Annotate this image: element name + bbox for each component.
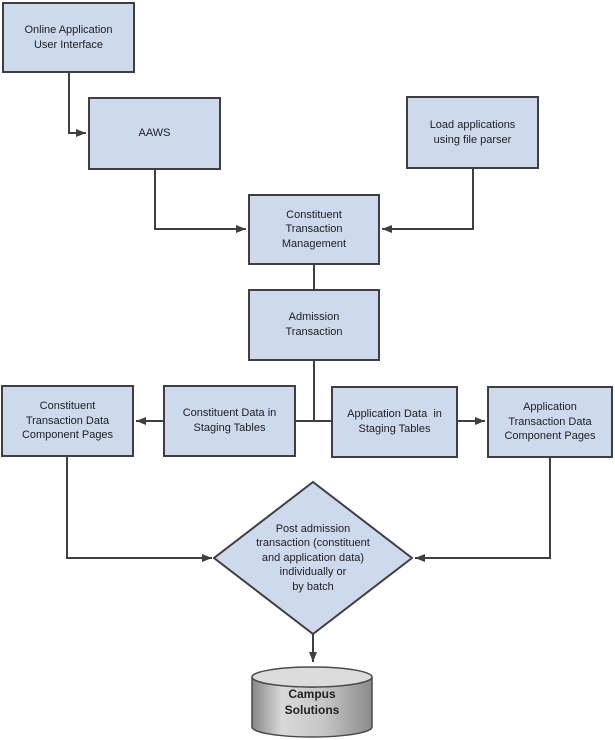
node-constituent-transaction-data-component-pages: Constituent Transaction Data Component P… <box>1 385 134 457</box>
decision-diamond-shape <box>212 480 414 636</box>
decision-diamond-label: Post admission transaction (constituent … <box>256 522 370 593</box>
node-aaws: AAWS <box>88 97 221 170</box>
connector-constituent-pages-to-decision <box>66 457 212 562</box>
connector-loader-to-ctm <box>382 169 474 233</box>
campus-solutions-label: Campus Solutions <box>284 687 340 717</box>
node-load-applications-file-parser: Load applications using file parser <box>406 96 539 169</box>
node-application-data-staging-tables: Application Data in Staging Tables <box>331 386 458 458</box>
node-admission-transaction: Admission Transaction <box>248 289 380 361</box>
node-constituent-data-staging-tables: Constituent Data in Staging Tables <box>163 385 296 457</box>
node-online-application-user-interface: Online Application User Interface <box>2 2 135 73</box>
connector-admission-to-staging <box>296 361 331 422</box>
connector-ui-to-aaws <box>68 73 86 137</box>
campus-solutions-cylinder-top <box>251 666 373 688</box>
connector-aaws-to-ctm <box>154 170 246 233</box>
connector-application-pages-to-decision <box>415 458 551 562</box>
node-application-transaction-data-component-pages: Application Transaction Data Component P… <box>487 386 613 458</box>
node-constituent-transaction-management: Constituent Transaction Management <box>248 194 380 265</box>
